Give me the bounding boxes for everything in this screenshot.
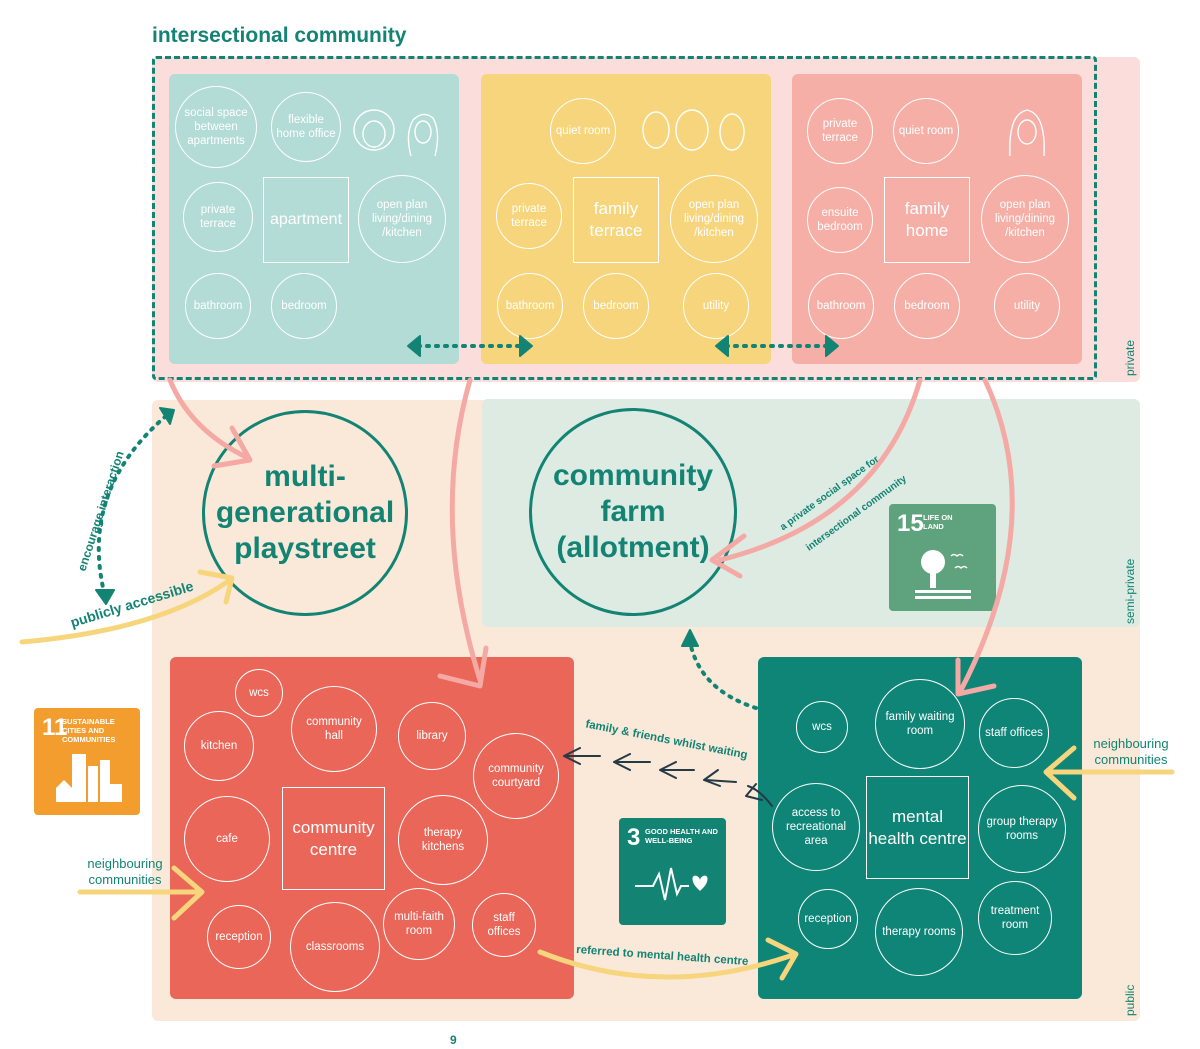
centre-room-courtyard: community courtyard	[473, 733, 559, 819]
centre-room-cafe: cafe	[184, 796, 270, 882]
mhc-room-wcs: wcs	[796, 701, 848, 753]
terrace-to-centre-arrow	[449, 377, 483, 683]
centre-room-multi-faith: multi-faith room	[383, 888, 455, 960]
sdg11-text: SUSTAINABLE CITIES AND COMMUNITIES	[62, 717, 116, 744]
apartment-panel: social space between apartments flexible…	[169, 74, 459, 364]
centre-room-library: library	[398, 702, 466, 770]
centre-room-reception: reception	[207, 905, 271, 969]
public-to-playstreet-arrow	[19, 577, 233, 645]
terrace-room-quiet: quiet room	[550, 98, 616, 164]
home-core: family home	[884, 177, 970, 263]
home-room-open-plan: open plan living/dining /kitchen	[981, 175, 1069, 263]
mhc-to-farm-link	[688, 640, 758, 710]
waiting-chevron-1	[747, 785, 773, 807]
sdg3-tile: 3 GOOD HEALTH AND WELL-BEING	[619, 818, 726, 925]
page-number: 9	[450, 1033, 457, 1047]
community-centre-panel: wcs kitchen community hall library commu…	[170, 657, 574, 999]
family-home-panel: private terrace quiet room ensuite bedro…	[792, 74, 1082, 364]
terrace-to-centre-arrowhead	[437, 645, 489, 689]
mental-health-centre-panel: wcs family waiting room staff offices ac…	[758, 657, 1082, 999]
sdg15-text: LIFE ON LAND	[923, 513, 953, 531]
apartment-to-playstreet-arrow	[167, 377, 251, 461]
apartment-room-social-space: social space between apartments	[175, 86, 257, 168]
headscarf-icon	[1009, 109, 1045, 157]
terrace-room-open-plan: open plan living/dining /kitchen	[670, 175, 758, 263]
family-icon	[642, 109, 745, 151]
diagram-title: intersectional community	[152, 24, 407, 47]
mhc-room-group-therapy: group therapy rooms	[978, 785, 1066, 873]
home-to-mhc-arrow	[957, 377, 1015, 695]
sdg3-text: GOOD HEALTH AND WELL-BEING	[645, 827, 718, 845]
apartment-room-bedroom: bedroom	[271, 273, 337, 339]
home-to-farm-arrow	[717, 377, 923, 563]
apartment-room-bathroom: bathroom	[185, 273, 251, 339]
home-room-ensuite: ensuite bedroom	[807, 187, 873, 253]
mhc-room-family-waiting: family waiting room	[875, 679, 965, 769]
mhc-room-treatment: treatment room	[978, 881, 1052, 955]
terrace-room-bedroom: bedroom	[583, 273, 649, 339]
apartment-room-home-office: flexible home office	[271, 92, 341, 162]
apartment-core: apartment	[263, 177, 349, 263]
centre-room-staff-offices: staff offices	[472, 893, 536, 957]
residents-icon	[353, 109, 439, 157]
centre-room-hall: community hall	[291, 686, 377, 772]
home-room-bathroom: bathroom	[808, 273, 874, 339]
intersectional-boundary	[152, 56, 1097, 380]
terrace-core: family terrace	[573, 177, 659, 263]
city-icon	[56, 754, 122, 802]
neighbouring-right-arrowhead	[1043, 745, 1077, 801]
mhc-core: mental health centre	[866, 776, 969, 879]
sdg3-number: 3	[627, 824, 641, 851]
centre-room-therapy-kitchens: therapy kitchens	[398, 795, 488, 885]
home-to-mhc-arrowhead	[955, 657, 997, 697]
mhc-room-staff-offices: staff offices	[979, 698, 1049, 768]
sdg15-number: 15	[897, 510, 924, 537]
mhc-room-recreational-access: access to recreational area	[772, 783, 860, 871]
mhc-room-therapy-rooms: therapy rooms	[875, 888, 963, 976]
community-farm-circle: community farm (allotment)	[529, 408, 737, 616]
home-room-private-terrace: private terrace	[807, 98, 873, 164]
neighbouring-left-label: neighbouring communities	[87, 856, 163, 887]
centre-room-classrooms: classrooms	[290, 902, 380, 992]
terrace-room-private-terrace: private terrace	[496, 183, 562, 249]
home-to-farm-arrowhead	[709, 533, 747, 579]
public-to-playstreet-arrowhead	[197, 569, 235, 605]
referral-arrowhead	[765, 937, 799, 981]
centre-core: community centre	[282, 787, 385, 890]
apartment-room-private-terrace: private terrace	[183, 182, 253, 252]
sdg11-tile: 11 SUSTAINABLE CITIES AND COMMUNITIES	[34, 708, 140, 815]
home-room-quiet: quiet room	[893, 98, 959, 164]
tree-icon	[915, 550, 971, 599]
heartbeat-icon	[635, 867, 708, 901]
terrace-room-utility: utility	[683, 273, 749, 339]
apartment-room-open-plan: open plan living/dining /kitchen	[358, 175, 446, 263]
neighbouring-right-label: neighbouring communities	[1093, 736, 1169, 767]
mhc-room-reception: reception	[798, 889, 858, 949]
home-room-utility: utility	[994, 273, 1060, 339]
sdg15-tile: 15 LIFE ON LAND	[889, 504, 996, 611]
playstreet-circle: multi-generational playstreet	[202, 410, 408, 616]
referral-arrow	[537, 949, 793, 980]
encourage-interaction-link	[96, 414, 168, 594]
terrace-room-bathroom: bathroom	[497, 273, 563, 339]
centre-room-wcs: wcs	[235, 669, 283, 717]
apartment-to-playstreet-arrowhead	[211, 425, 253, 469]
family-terrace-panel: quiet room private terrace family terrac…	[481, 74, 771, 364]
sdg11-number: 11	[42, 714, 68, 741]
neighbouring-left-arrowhead	[171, 865, 205, 921]
home-room-bedroom: bedroom	[894, 273, 960, 339]
centre-room-kitchen: kitchen	[184, 711, 254, 781]
